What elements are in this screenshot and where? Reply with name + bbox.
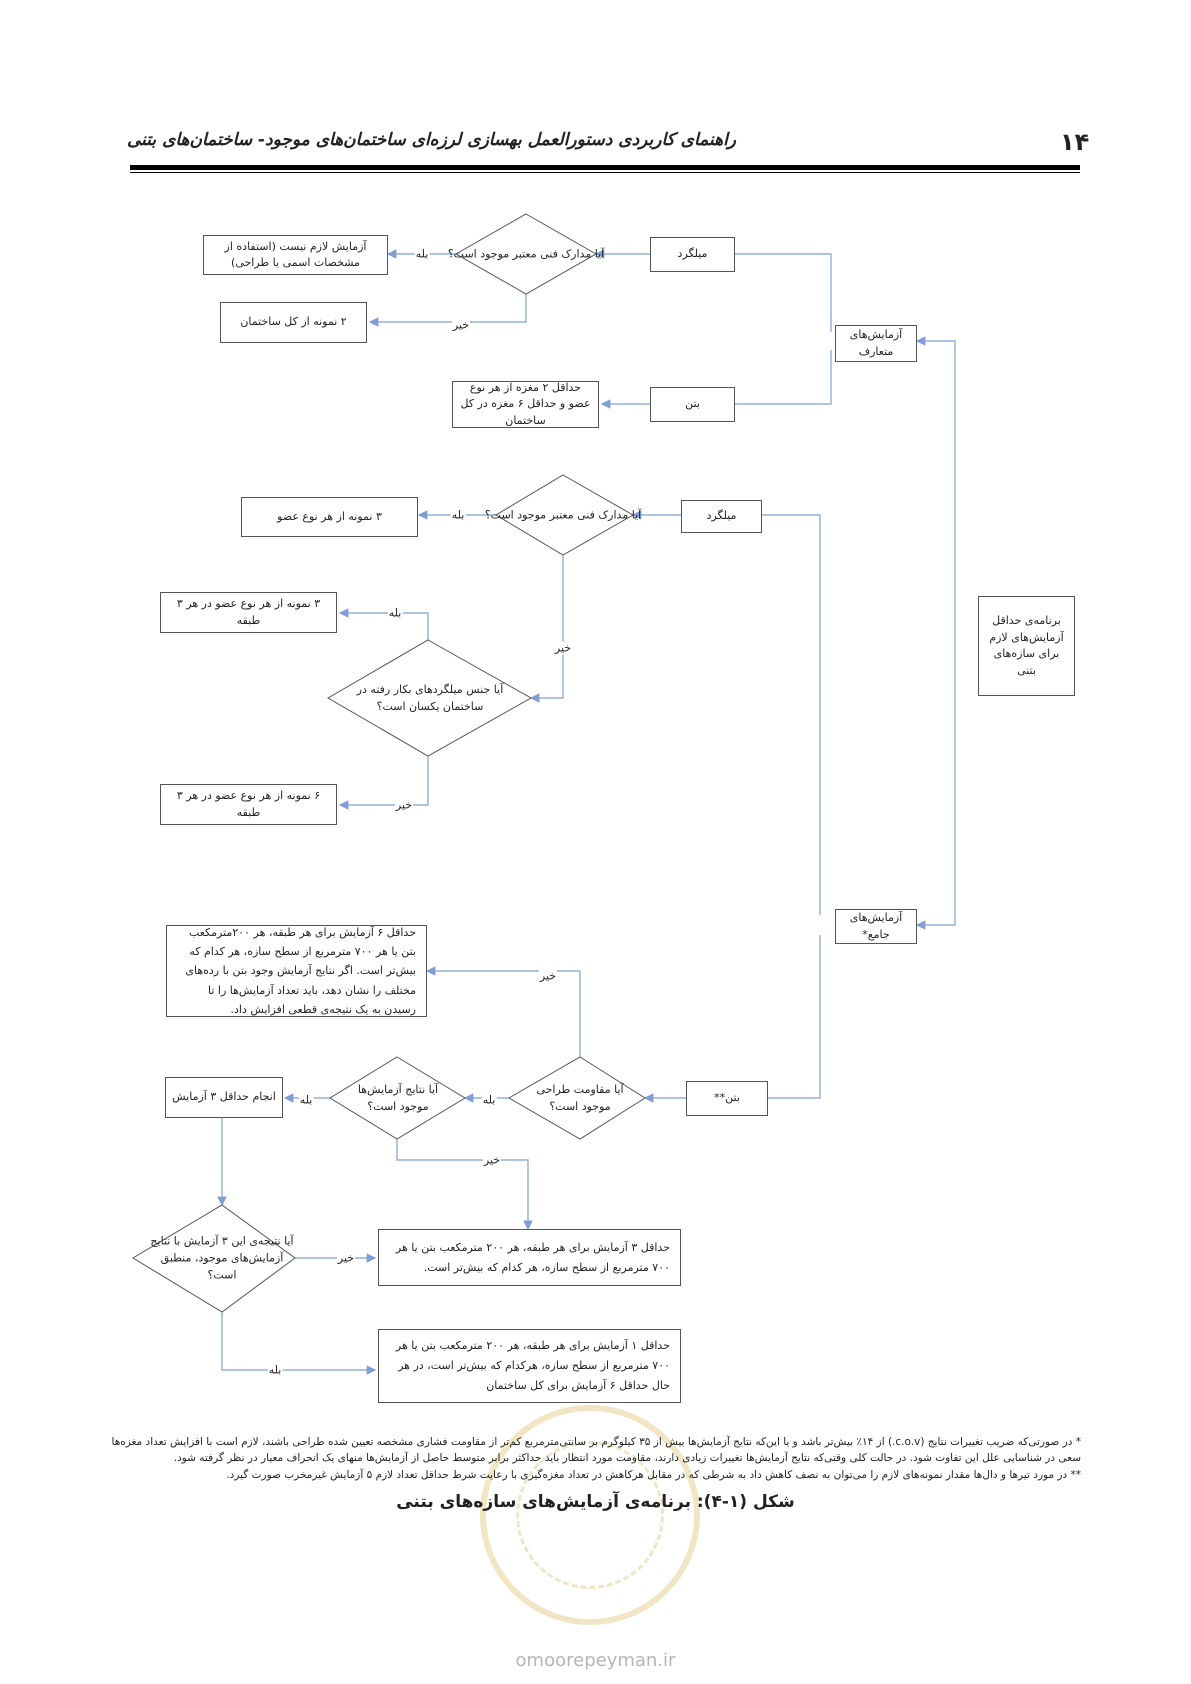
- two-samples-box: ۲ نمونه از کل ساختمان: [220, 302, 367, 343]
- three-per-3floors-box: ۳ نمونه از هر نوع عضو در هر ۳ طبقه: [160, 592, 337, 633]
- decision-match: [132, 1204, 296, 1313]
- edge-q3-no: [338, 755, 429, 810]
- edge-comprehensive-rebar2: [762, 514, 821, 915]
- edge-q6-yes: [221, 1312, 377, 1375]
- decision-docs-2: [495, 474, 635, 556]
- edge-label-yes-2: بله: [450, 508, 466, 522]
- figure-caption: شکل (۱-۴): برنامه‌ی آزمایش‌های سازه‌های …: [396, 1492, 795, 1512]
- edge-label-no-3: خیر: [394, 798, 414, 812]
- decision-docs-1: [454, 213, 598, 295]
- edge-label-no-4: خیر: [538, 969, 558, 983]
- edge-comprehensive-concrete2: [768, 935, 821, 1099]
- footnote-2: ** در مورد تیرها و دال‌ها مقدار نمونه‌ها…: [226, 1469, 1081, 1481]
- no-test-box: آزمایش لازم نیست (استفاده از مشخصات اسمی…: [203, 235, 388, 275]
- page-header-title: راهنمای کاربردی دستورالعمل بهسازی لرزه‌ا…: [126, 130, 736, 150]
- root-box: برنامه‌ی حداقل آزمایش‌های لازم برای سازه…: [978, 596, 1075, 696]
- cores-box: حداقل ۲ مغزه از هر نوع عضو و حداقل ۶ مغز…: [452, 381, 599, 428]
- concrete-box-2: بتن**: [686, 1081, 768, 1116]
- concrete-box-1: بتن: [650, 387, 735, 422]
- edge-q3-yes: [338, 608, 429, 640]
- decision-design-strength: [508, 1056, 646, 1140]
- three-per-member-box: ۳ نمونه از هر نوع عضو: [241, 497, 418, 537]
- edge-q5-no: [396, 1139, 533, 1231]
- header-rule-thin: [130, 172, 1080, 173]
- edge-label-yes-3: بله: [387, 606, 403, 620]
- decision-same-rebar: [327, 639, 533, 757]
- decision-docs-1-label: آیا مدارک فنی معتبر موجود است؟: [447, 247, 605, 261]
- rebar-box-1: میلگرد: [650, 237, 735, 272]
- comprehensive-tests-box: آزمایش‌های جامع*: [835, 909, 917, 944]
- edge-root-comprehensive: [915, 645, 956, 930]
- edge-q4-no: [425, 966, 581, 1059]
- page-number: ۱۴: [1060, 128, 1090, 156]
- rebar-box-2: میلگرد: [681, 500, 762, 533]
- header-rule-thick: [130, 165, 1080, 170]
- decision-same-rebar-label: آیا جنس میلگردهای بکار رفته در ساختمان ی…: [356, 682, 504, 713]
- min3-do-box: انجام حداقل ۳ آزمایش: [165, 1077, 283, 1118]
- min3-tests-box: حداقل ۳ آزمایش برای هر طبقه، هر ۲۰۰ مترم…: [378, 1229, 681, 1286]
- edge-label-no-5: خیر: [482, 1153, 502, 1167]
- min6-tests-box: حداقل ۶ آزمایش برای هر طبقه، هر ۲۰۰مترمک…: [166, 925, 427, 1017]
- edge-label-yes-1: بله: [414, 247, 430, 261]
- watermark-seal-ring: [516, 1441, 664, 1589]
- decision-design-strength-label: آیا مقاومت طراحی موجود است؟: [536, 1082, 624, 1113]
- edge-label-no-2: خیر: [553, 641, 573, 655]
- edge-root-conventional: [915, 336, 956, 645]
- edge-q2-no: [529, 555, 564, 703]
- edge-conventional-concrete1: [735, 350, 832, 405]
- edge-label-yes-5: بله: [298, 1093, 314, 1107]
- six-per-3floors-box: ۶ نمونه از هر نوع عضو در هر ۳ طبقه: [160, 784, 337, 825]
- conventional-tests-box: آزمایش‌های متعارف: [835, 325, 917, 362]
- edge-label-yes-6: بله: [267, 1363, 283, 1377]
- watermark-site: omoorepeyman.ir: [515, 1650, 676, 1671]
- footnote-1: * در صورتی‌که ضریب تغییرات نتایج (c.o.v.…: [111, 1436, 1082, 1465]
- decision-test-results-label: آیا نتایج آزمایش‌ها موجود است؟: [357, 1082, 439, 1113]
- edge-label-yes-4: بله: [481, 1093, 497, 1107]
- edge-q1-no: [368, 292, 527, 327]
- edge-label-no-6: خیر: [336, 1251, 356, 1265]
- edge-conventional-rebar1: [735, 253, 832, 332]
- edge-label-no-1: خیر: [451, 318, 471, 332]
- min1-tests-box: حداقل ۱ آزمایش برای هر طبقه، هر ۲۰۰ مترم…: [378, 1329, 681, 1403]
- watermark-seal: [480, 1405, 700, 1625]
- decision-docs-2-label: آیا مدارک فنی معتبر موجود است؟: [484, 508, 642, 522]
- decision-test-results: [329, 1056, 466, 1140]
- decision-match-label: آیا نتیجه‌ی این ۳ آزمایش با نتایج آزمایش…: [150, 1234, 294, 1282]
